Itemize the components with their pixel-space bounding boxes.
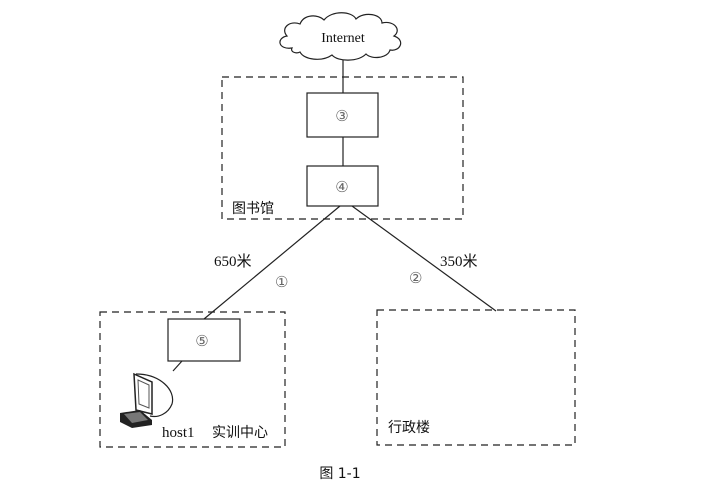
link-1-id: ① — [275, 275, 288, 291]
device-3-label: ③ — [335, 109, 348, 125]
training-center-label: 实训中心 — [212, 425, 268, 441]
library-zone: ③ ④ 图书馆 — [221, 76, 464, 220]
link-2 — [351, 205, 497, 312]
link-1-distance: 650米 — [214, 253, 252, 270]
library-boundary — [221, 76, 464, 220]
link-5-host1 — [172, 360, 183, 372]
computer-icon — [120, 372, 174, 428]
admin-building-label: 行政楼 — [388, 420, 430, 436]
training-center-zone: ⑤ host1 实训中心 — [99, 311, 286, 448]
link-2-id: ② — [409, 271, 422, 287]
figure-caption: 图 1-1 — [319, 466, 360, 482]
cloud-icon — [279, 12, 402, 61]
host1-label: host1 — [162, 425, 195, 441]
link-1 — [203, 205, 341, 320]
device-4 — [306, 165, 379, 207]
library-label: 图书馆 — [232, 201, 274, 217]
admin-building-boundary — [376, 309, 576, 446]
training-center-boundary — [99, 311, 286, 448]
device-5-label: ⑤ — [195, 334, 208, 350]
internet-cloud: Internet — [279, 12, 402, 61]
device-4-label: ④ — [335, 180, 348, 196]
device-5 — [167, 318, 241, 362]
admin-building-zone: 行政楼 — [376, 309, 576, 446]
link-2-distance: 350米 — [440, 253, 478, 270]
device-3 — [306, 92, 379, 138]
internet-label: Internet — [321, 31, 365, 46]
